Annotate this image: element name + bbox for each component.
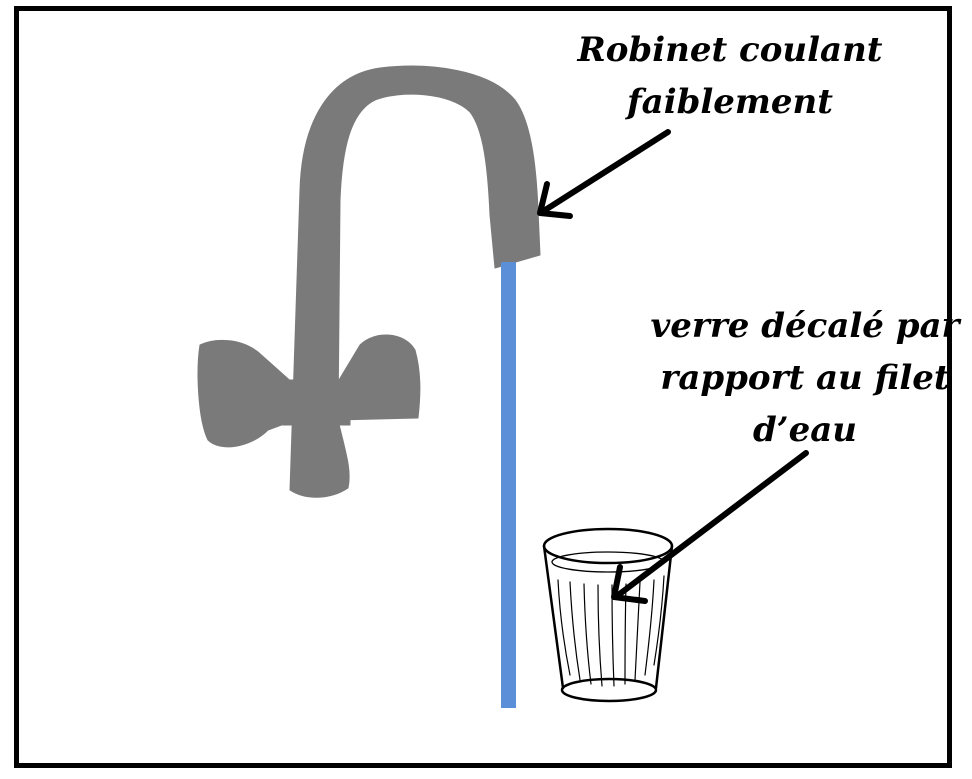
arrow-to-faucet	[540, 132, 668, 216]
faucet-label-line-2: faiblement	[560, 76, 900, 128]
water-stream	[501, 262, 516, 708]
drinking-glass-icon	[544, 529, 672, 701]
glass-label-line-3: d’eau	[640, 404, 970, 456]
glass-flutes	[558, 576, 664, 686]
faucet-label: Robinet coulant faiblement	[560, 24, 900, 128]
glass-label: verre décalé par rapport au filet d’eau	[640, 300, 970, 456]
glass-rim	[544, 529, 672, 563]
arrow-to-glass	[614, 453, 806, 601]
glass-label-line-2: rapport au filet	[640, 352, 970, 404]
glass-label-line-1: verre décalé par	[640, 300, 970, 352]
glass-bottom	[562, 679, 656, 701]
faucet-base	[276, 380, 350, 425]
faucet-label-line-1: Robinet coulant	[560, 24, 900, 76]
faucet-icon	[198, 66, 540, 497]
